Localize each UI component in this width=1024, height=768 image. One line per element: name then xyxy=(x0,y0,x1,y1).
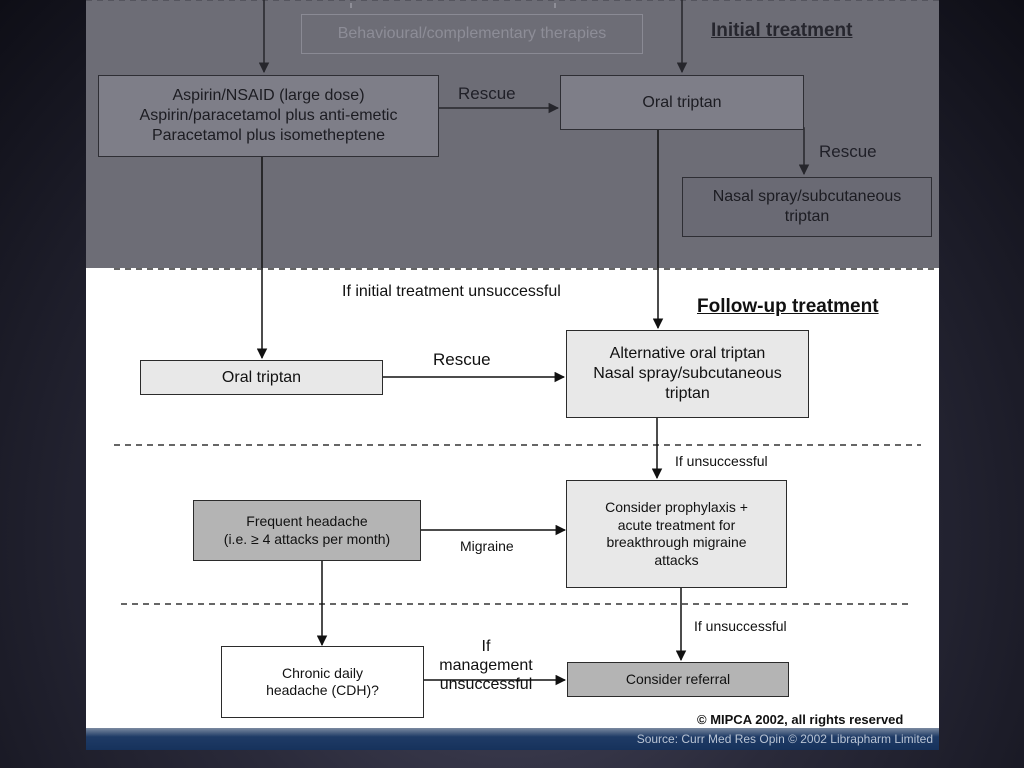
behavioural-therapies-box: Behavioural/complementary therapies xyxy=(301,14,643,54)
chronic-daily-headache-box: Chronic daily headache (CDH)? xyxy=(221,646,424,718)
footer-bar xyxy=(86,728,939,750)
source-citation: Source: Curr Med Res Opin © 2002 Libraph… xyxy=(636,732,933,746)
if-unsuccessful-label-1: If unsuccessful xyxy=(675,453,768,469)
copyright-notice: © MIPCA 2002, all rights reserved xyxy=(697,712,904,727)
slide: Behavioural/complementary therapies Init… xyxy=(86,0,939,750)
consider-referral-box: Consider referral xyxy=(567,662,789,697)
rescue-label-2: Rescue xyxy=(819,142,877,161)
migraine-label: Migraine xyxy=(460,538,514,554)
analgesics-box: Aspirin/NSAID (large dose) Aspirin/parac… xyxy=(98,75,439,157)
oral-triptan-box-followup: Oral triptan xyxy=(140,360,383,395)
prophylaxis-box: Consider prophylaxis + acute treatment f… xyxy=(566,480,787,588)
initial-treatment-title: Initial treatment xyxy=(711,20,853,41)
if-unsuccessful-label-2: If unsuccessful xyxy=(694,618,787,634)
follow-up-treatment-title: Follow-up treatment xyxy=(697,296,879,317)
flowchart-connectors xyxy=(86,0,939,686)
if-management-unsuccessful-label: If management unsuccessful xyxy=(439,638,533,694)
alternative-triptan-box: Alternative oral triptan Nasal spray/sub… xyxy=(566,330,809,418)
rescue-label-followup: Rescue xyxy=(433,350,491,369)
oral-triptan-box-initial: Oral triptan xyxy=(560,75,804,130)
frequent-headache-box: Frequent headache (i.e. ≥ 4 attacks per … xyxy=(193,500,421,561)
if-initial-unsuccessful-label: If initial treatment unsuccessful xyxy=(342,283,561,300)
nasal-spray-box-initial: Nasal spray/subcutaneous triptan xyxy=(682,177,932,237)
rescue-label-1: Rescue xyxy=(458,84,516,103)
arrow-rescue-2 xyxy=(788,127,810,176)
